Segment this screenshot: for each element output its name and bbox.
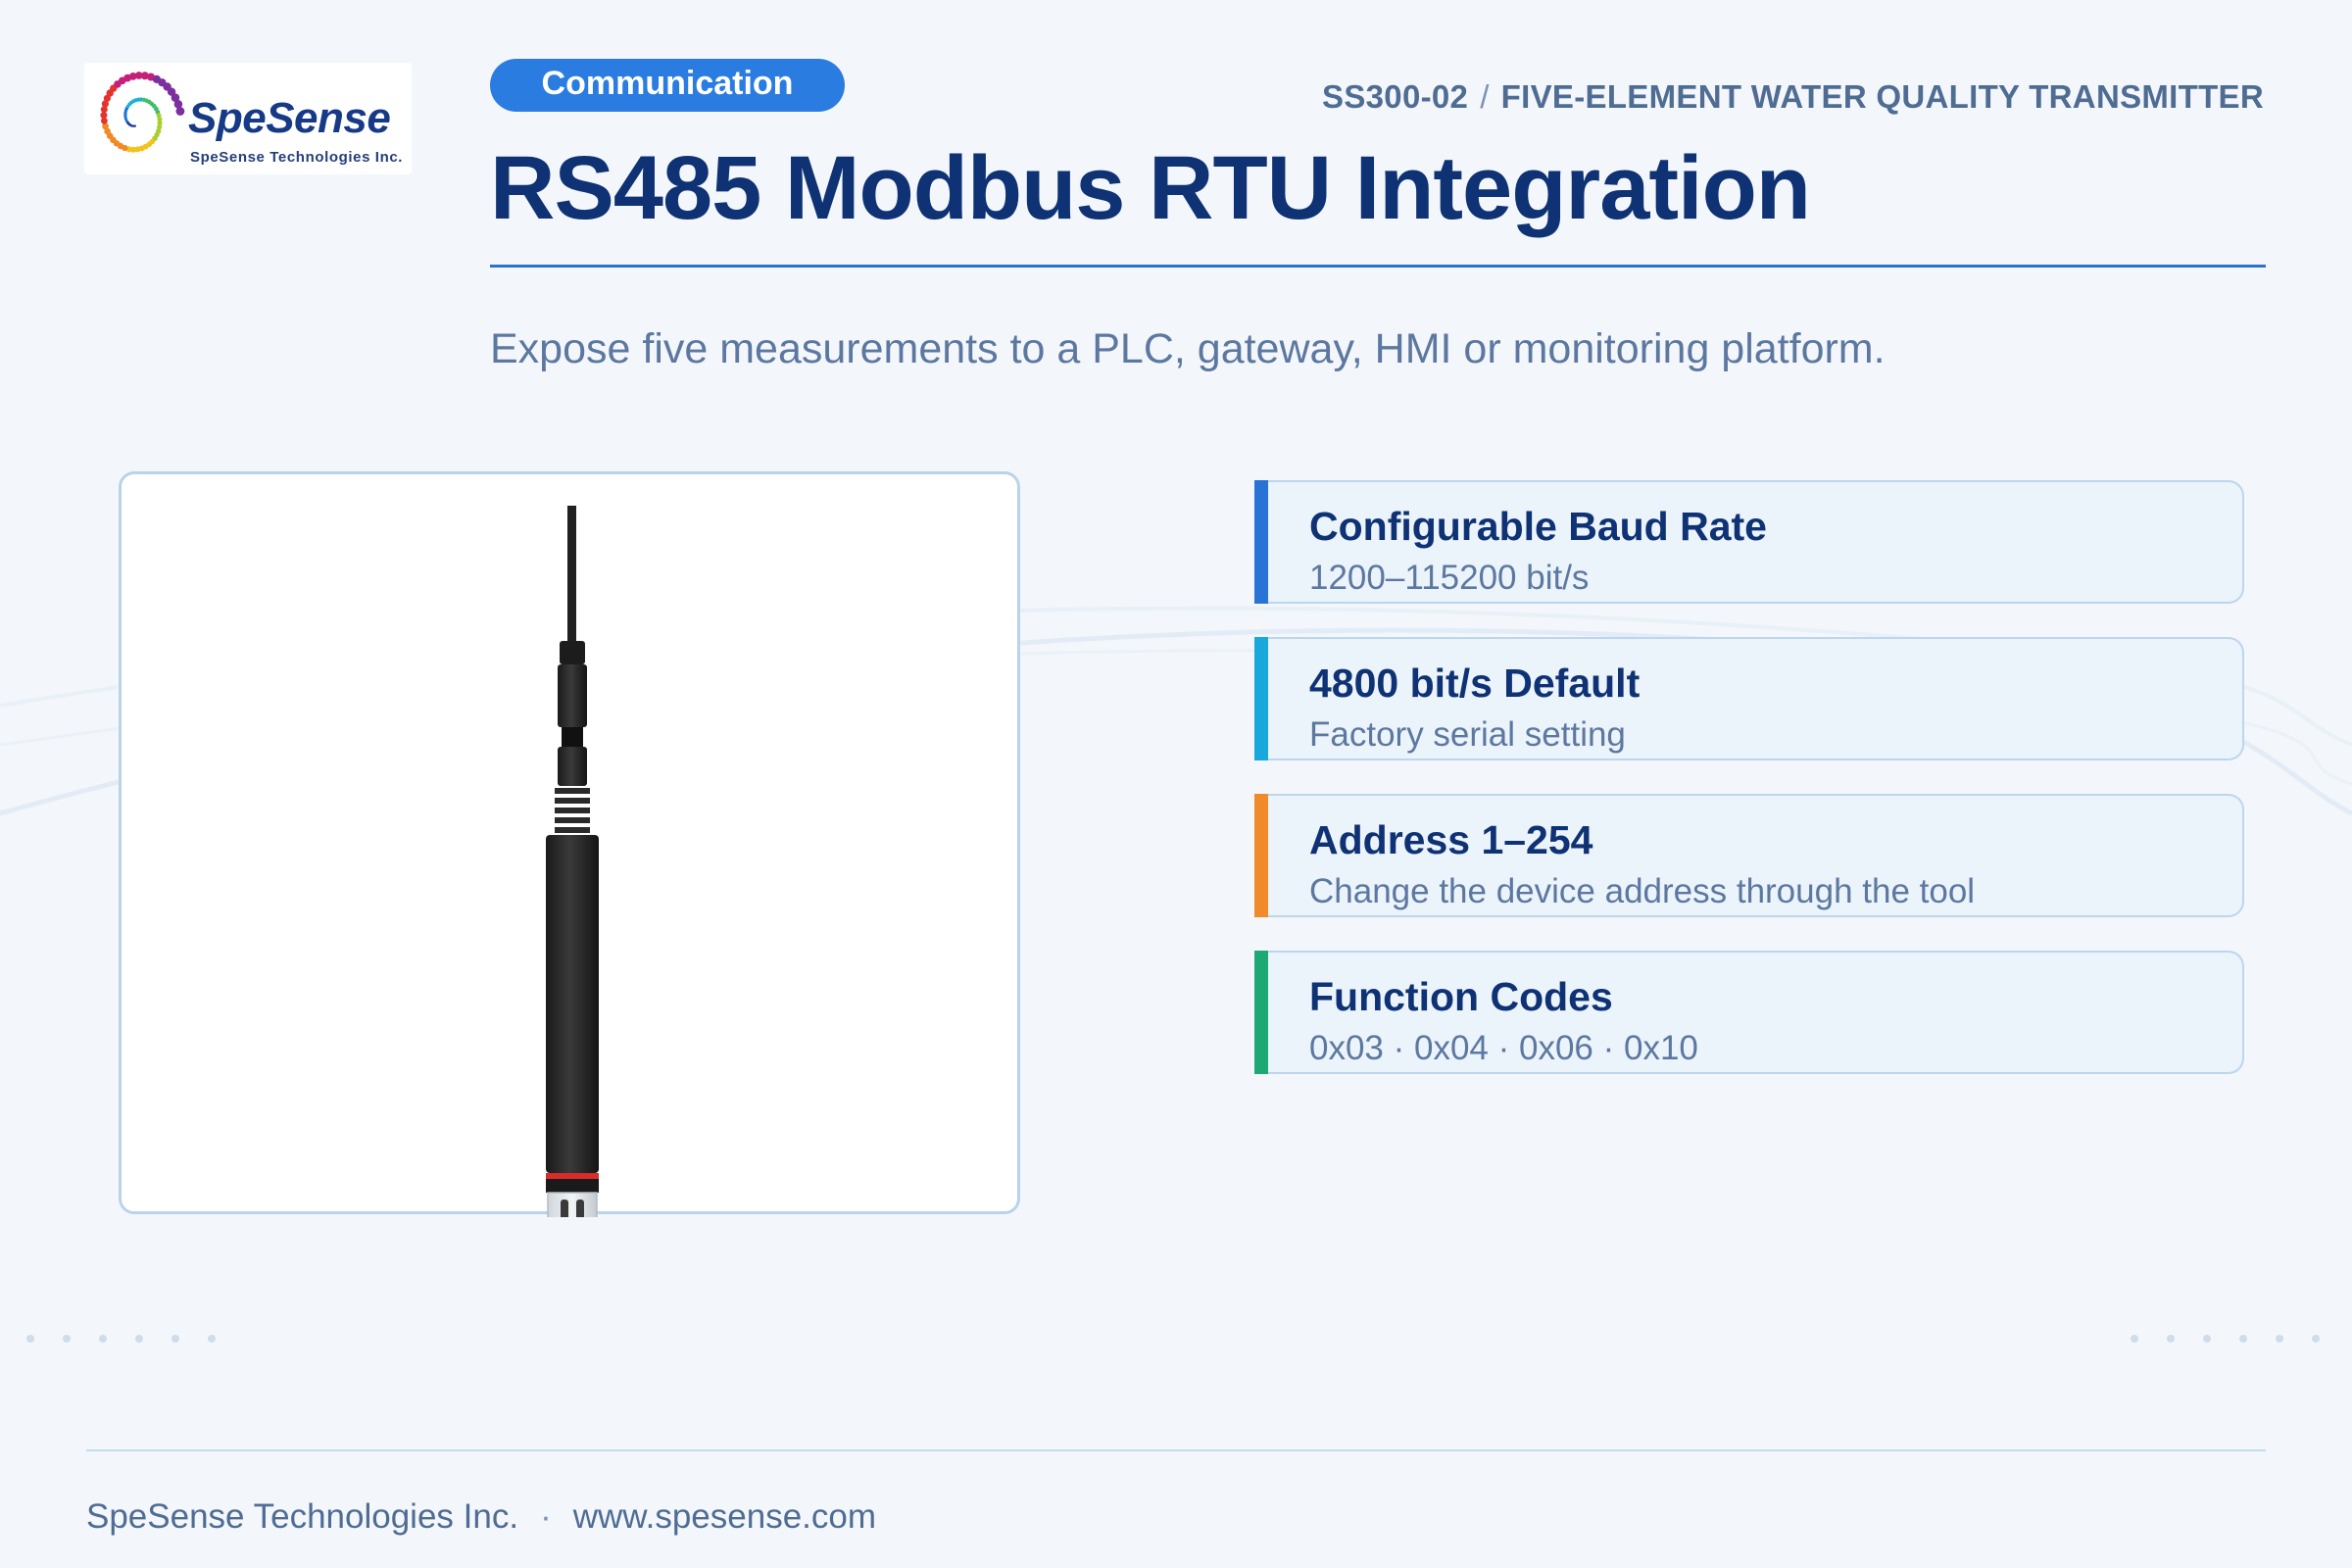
model-number: SS300-02 — [1322, 78, 1469, 115]
decorative-dots-right — [2131, 1335, 2320, 1343]
decorative-dots-left — [26, 1335, 216, 1343]
brand-name: SpeSense — [188, 94, 391, 142]
feature-item: Configurable Baud Rate 1200–115200 bit/s — [1254, 480, 2244, 604]
feature-description: 0x03 · 0x04 · 0x06 · 0x10 — [1309, 1029, 1698, 1067]
header-separator: / — [1480, 78, 1490, 115]
feature-title: 4800 bit/s Default — [1309, 661, 1641, 706]
feature-title: Address 1–254 — [1309, 817, 1593, 862]
feature-accent-bar — [1254, 480, 1268, 604]
brand-subtitle: SpeSense Technologies Inc. — [190, 149, 404, 166]
feature-description: Factory serial setting — [1309, 715, 1626, 754]
footer-website-link[interactable]: www.spesense.com — [572, 1497, 877, 1536]
footer-separator: · — [540, 1497, 552, 1536]
feature-description: 1200–115200 bit/s — [1309, 559, 1590, 597]
page-title: RS485 Modbus RTU Integration — [490, 138, 1811, 238]
feature-item: Address 1–254 Change the device address … — [1254, 794, 2244, 917]
feature-description: Change the device address through the to… — [1309, 872, 1976, 910]
footer-divider — [86, 1449, 2266, 1451]
category-tag: Communication — [490, 59, 845, 112]
feature-item: 4800 bit/s Default Factory serial settin… — [1254, 637, 2244, 760]
feature-accent-bar — [1254, 951, 1268, 1074]
feature-accent-bar — [1254, 794, 1268, 917]
footer: SpeSense Technologies Inc. · www.spesense.… — [86, 1497, 876, 1537]
document-header: SS300-02 / FIVE-ELEMENT WATER QUALITY TRAN… — [1322, 78, 2264, 116]
title-divider — [490, 265, 2266, 268]
feature-list: Configurable Baud Rate 1200–115200 bit/s… — [1254, 480, 2244, 1107]
feature-item: Function Codes 0x03 · 0x04 · 0x06 · 0x10 — [1254, 951, 2244, 1074]
feature-title: Configurable Baud Rate — [1309, 504, 1767, 549]
brand-logo: SpeSense SpeSense Technologies Inc. — [84, 63, 412, 174]
footer-company: SpeSense Technologies Inc. — [86, 1497, 519, 1536]
page-subtitle: Expose five measurements to a PLC, gatew… — [490, 325, 1886, 372]
water-quality-probe-image — [546, 506, 599, 1217]
spiral-dots-logo-icon — [100, 72, 185, 153]
product-line: FIVE-ELEMENT WATER QUALITY TRANSMITTER — [1500, 78, 2264, 115]
feature-accent-bar — [1254, 637, 1268, 760]
product-image-card — [119, 471, 1020, 1217]
feature-title: Function Codes — [1309, 974, 1613, 1019]
